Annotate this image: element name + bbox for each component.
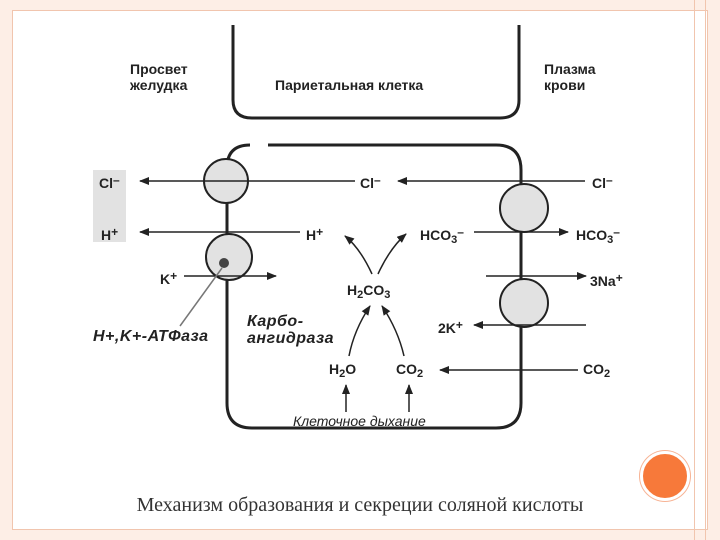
ion-2k-cell: 2K+	[438, 318, 463, 336]
ion-cl-cell: Cl–	[360, 173, 381, 191]
pump-center-dot	[219, 258, 229, 268]
ion-hco3-plasma: HCO3–	[576, 225, 620, 246]
h-k-atpase-pump	[205, 233, 253, 281]
ion-na-plasma: 3Na+	[590, 271, 623, 289]
cellular-respiration-label: Клеточное дыхание	[293, 413, 426, 429]
cell-membrane-outline	[231, 25, 521, 120]
ion-h-lumen: H+	[101, 225, 119, 243]
slide-right-border	[694, 0, 706, 540]
ion-cl-lumen: Cl–	[99, 173, 120, 191]
cl-hco3-exchanger	[499, 183, 549, 233]
carbonic-anhydrase-label-line1: Карбо-	[247, 313, 304, 330]
lumen-label-line1: Просвет	[130, 61, 188, 77]
lumen-label-line2: желудка	[130, 77, 188, 93]
co2-cell: CO2	[396, 361, 424, 380]
co2-plasma: CO2	[583, 361, 611, 380]
ion-cl-plasma: Cl–	[592, 173, 613, 191]
na-k-atpase-pump	[499, 278, 549, 328]
slide-caption: Механизм образования и секреции соляной …	[136, 494, 584, 516]
ion-hco3-cell: HCO3–	[420, 225, 464, 246]
water-molecule: H2O	[329, 361, 357, 380]
carbonic-acid: H2CO3	[347, 282, 391, 301]
ion-k-lumen: K+	[160, 269, 178, 287]
decorative-orange-circle	[640, 451, 690, 501]
plasma-label-line1: Плазма	[544, 61, 596, 77]
plasma-label-line2: крови	[544, 77, 586, 93]
carbonic-anhydrase-label-line2: ангидраза	[247, 330, 334, 347]
parietal-cell-label: Париетальная клетка	[275, 77, 424, 93]
slide-content-area	[12, 10, 708, 530]
ion-h-cell: H+	[306, 225, 324, 243]
atpase-label: H+,K+-АТФаза	[93, 328, 209, 345]
lumen-ion-highlight	[93, 170, 126, 242]
